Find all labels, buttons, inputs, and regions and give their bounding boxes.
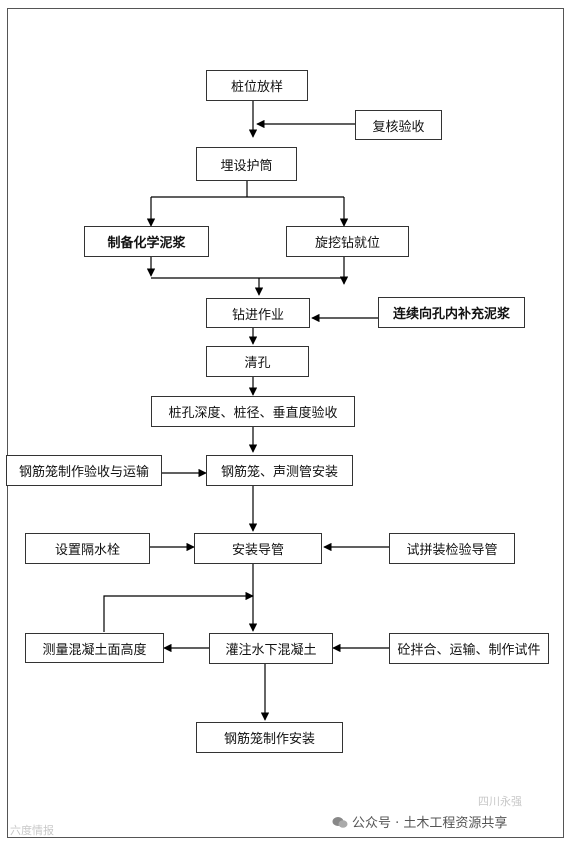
node-concrete-mix: 砼拌合、运输、制作试件 [389, 633, 549, 664]
watermark-faint-right: 四川永强 [478, 795, 522, 808]
wechat-icon [332, 816, 348, 829]
arrow-loop-feedback [103, 591, 254, 632]
node-review-accept: 复核验收 [355, 110, 442, 140]
node-hole-check: 桩孔深度、桩径、垂直度验收 [151, 396, 355, 427]
diagram-frame [7, 8, 564, 838]
node-cage-accept: 钢筋笼制作验收与运输 [6, 455, 162, 486]
node-cage-install: 钢筋笼、声测管安装 [206, 455, 353, 486]
watermark-faint-left: 六度情报 [10, 824, 54, 837]
node-bury-casing: 埋设护筒 [196, 147, 297, 181]
node-tremie-install: 安装导管 [194, 533, 322, 564]
node-tremie-test: 试拼装检验导管 [389, 533, 515, 564]
node-measure-height: 测量混凝土面高度 [25, 633, 164, 663]
node-clean-hole: 清孔 [206, 346, 309, 377]
node-pile-position: 桩位放样 [206, 70, 308, 101]
node-drilling: 钻进作业 [206, 298, 310, 328]
node-rig-in-place: 旋挖钻就位 [286, 226, 409, 257]
node-water-plug: 设置隔水栓 [25, 533, 150, 564]
node-cage-final: 钢筋笼制作安装 [196, 722, 343, 753]
watermark-account: 公众号 · 土木工程资源共享 [332, 812, 507, 831]
node-prepare-mud: 制备化学泥浆 [84, 226, 209, 257]
node-refill-mud: 连续向孔内补充泥浆 [378, 297, 525, 328]
watermark-account-text: 公众号 · 土木工程资源共享 [352, 816, 508, 831]
node-pour-concrete: 灌注水下混凝土 [209, 633, 333, 664]
